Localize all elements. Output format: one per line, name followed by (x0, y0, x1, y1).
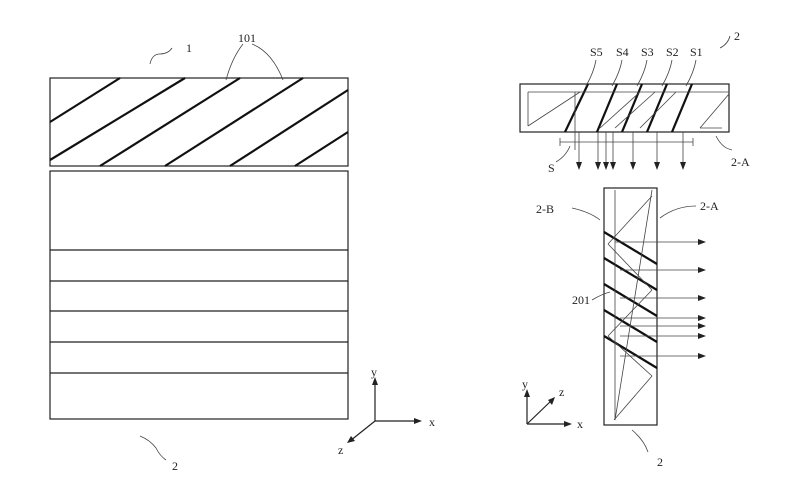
axis-x-right: x (577, 417, 583, 431)
axis-y-left: y (371, 365, 377, 379)
internal-rays-side (607, 189, 653, 421)
label-2-bottom: 2 (657, 455, 663, 469)
label-101: 101 (238, 31, 256, 45)
waveguide-side-box (603, 187, 658, 426)
layer-101-hatching (49, 77, 349, 167)
leader-2a-side (659, 205, 697, 219)
internal-rays (527, 91, 730, 150)
axis-x-left: x (429, 415, 435, 429)
waveguide-top-box (519, 83, 730, 133)
axes-right: y x z (522, 377, 583, 431)
label-s5: S5 (590, 45, 603, 59)
axis-z-right: z (559, 385, 564, 399)
axis-y-right: y (522, 377, 528, 391)
leader-2a-top (715, 135, 733, 151)
plate-2-box (49, 170, 349, 420)
output-rays-right (615, 239, 706, 359)
leader-2b (571, 207, 601, 221)
label-1: 1 (186, 41, 192, 55)
bottom-right-figure: 2-B 2-A 201 2 y x z (522, 187, 719, 469)
label-s1: S1 (690, 45, 703, 59)
leader-2-left (139, 435, 167, 461)
leader-2-bottom (631, 429, 649, 453)
label-s: S (548, 161, 555, 175)
output-rays-down (576, 132, 686, 170)
leader-101-a (225, 43, 244, 81)
label-2-left: 2 (172, 459, 178, 473)
label-2a-top: 2-A (731, 155, 750, 169)
label-2-top: 2 (734, 29, 740, 43)
label-s2: S2 (666, 45, 679, 59)
label-2a-side: 2-A (700, 199, 719, 213)
leader-101-b (251, 43, 284, 81)
label-s3: S3 (641, 45, 654, 59)
axes-left: y x z (338, 365, 435, 457)
leader-2-top (719, 35, 731, 49)
layer-101-box (49, 77, 349, 167)
reflectors-s1-s5 (564, 83, 694, 133)
elements-201 (603, 231, 658, 369)
leader-201 (591, 291, 611, 301)
left-figure: 101 1 2 y x z (49, 31, 435, 473)
top-right-figure: S S1 S2 S3 S4 S5 2 2-A (519, 29, 750, 175)
label-201: 201 (572, 293, 590, 307)
axis-z-left: z (338, 443, 343, 457)
leader-s (555, 145, 571, 163)
leader-1 (149, 47, 173, 65)
label-s4: S4 (616, 45, 629, 59)
label-2b: 2-B (536, 202, 554, 216)
